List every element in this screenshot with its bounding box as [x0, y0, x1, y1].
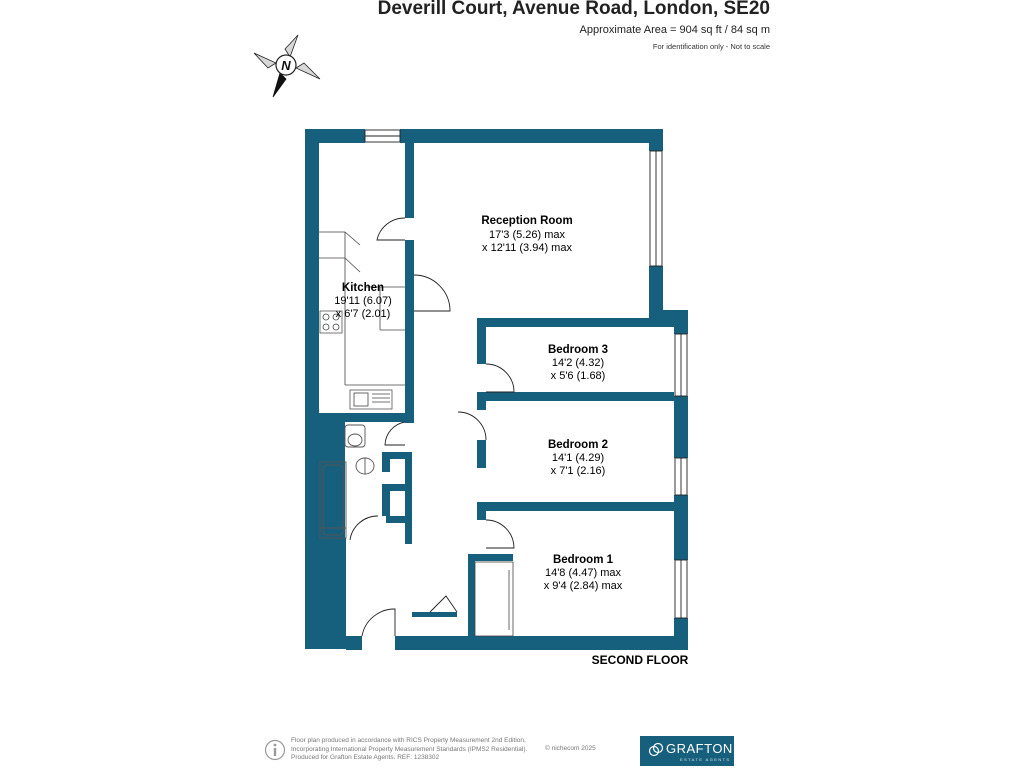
- room-bedroom-3: Bedroom 3 14'2 (4.32) x 5'6 (1.68): [548, 344, 608, 382]
- room-kitchen: Kitchen 19'11 (6.07) x 6'7 (2.01): [334, 282, 392, 320]
- disclaimer-note: For identification only - Not to scale: [652, 42, 770, 51]
- footer-copyright: © nichecom 2025: [545, 745, 596, 752]
- logo-name: GRAFTON: [666, 741, 733, 756]
- footer-line: Produced for Grafton Estate Agents. REF:…: [291, 754, 440, 762]
- room-bedroom-1: Bedroom 1 14'8 (4.47) max x 9'4 (2.84) m…: [544, 554, 623, 592]
- room-dimension: 14'8 (4.47) max: [545, 567, 622, 579]
- compass-star-icon: [253, 34, 321, 98]
- kitchen-units: [319, 231, 405, 410]
- footer-line: Incorporating International Property Mea…: [291, 745, 528, 753]
- interior-walls: [345, 143, 674, 636]
- room-name: Bedroom 2: [548, 439, 608, 451]
- room-dimension: x 9'4 (2.84) max: [544, 580, 623, 592]
- door-swings: [349, 217, 515, 637]
- floor-label: SECOND FLOOR: [592, 653, 689, 667]
- room-bedroom-2: Bedroom 2 14'1 (4.29) x 7'1 (2.16): [548, 439, 608, 477]
- room-name: Bedroom 1: [553, 554, 614, 566]
- room-name: Reception Room: [481, 215, 572, 227]
- approximate-area: Approximate Area = 904 sq ft / 84 sq m: [579, 24, 770, 36]
- room-dimension: 14'2 (4.32): [552, 357, 604, 369]
- built-in-wardrobe: [474, 561, 514, 637]
- room-dimension: x 5'6 (1.68): [551, 370, 606, 382]
- property-address-title: Deverill Court, Avenue Road, London, SE2…: [377, 0, 770, 19]
- logo-subtitle: ESTATE AGENTS: [680, 757, 731, 762]
- footer-line: Floor plan produced in accordance with R…: [291, 737, 526, 744]
- room-reception: Reception Room 17'3 (5.26) max x 12'11 (…: [481, 215, 572, 254]
- compass-rose: N: [253, 34, 321, 98]
- exterior-walls: [305, 129, 688, 650]
- room-dimension: 17'3 (5.26) max: [489, 229, 566, 241]
- bathroom-fixtures: [319, 424, 375, 539]
- grafton-logo: GRAFTON ESTATE AGENTS: [640, 736, 734, 766]
- info-icon: [264, 739, 286, 761]
- room-dimension: 14'1 (4.29): [552, 452, 604, 464]
- compass-north-letter: N: [281, 58, 291, 73]
- room-dimension: 19'11 (6.07): [334, 295, 392, 307]
- room-dimension: x 7'1 (2.16): [551, 465, 606, 477]
- grafton-logo-icon: [648, 742, 664, 757]
- windows: [364, 129, 688, 619]
- room-dimension: x 6'7 (2.01): [336, 308, 391, 320]
- footer-disclaimer: Floor plan produced in accordance with R…: [291, 737, 571, 763]
- room-name: Bedroom 3: [548, 344, 608, 356]
- room-name: Kitchen: [342, 282, 384, 294]
- room-dimension: x 12'11 (3.94) max: [482, 242, 572, 254]
